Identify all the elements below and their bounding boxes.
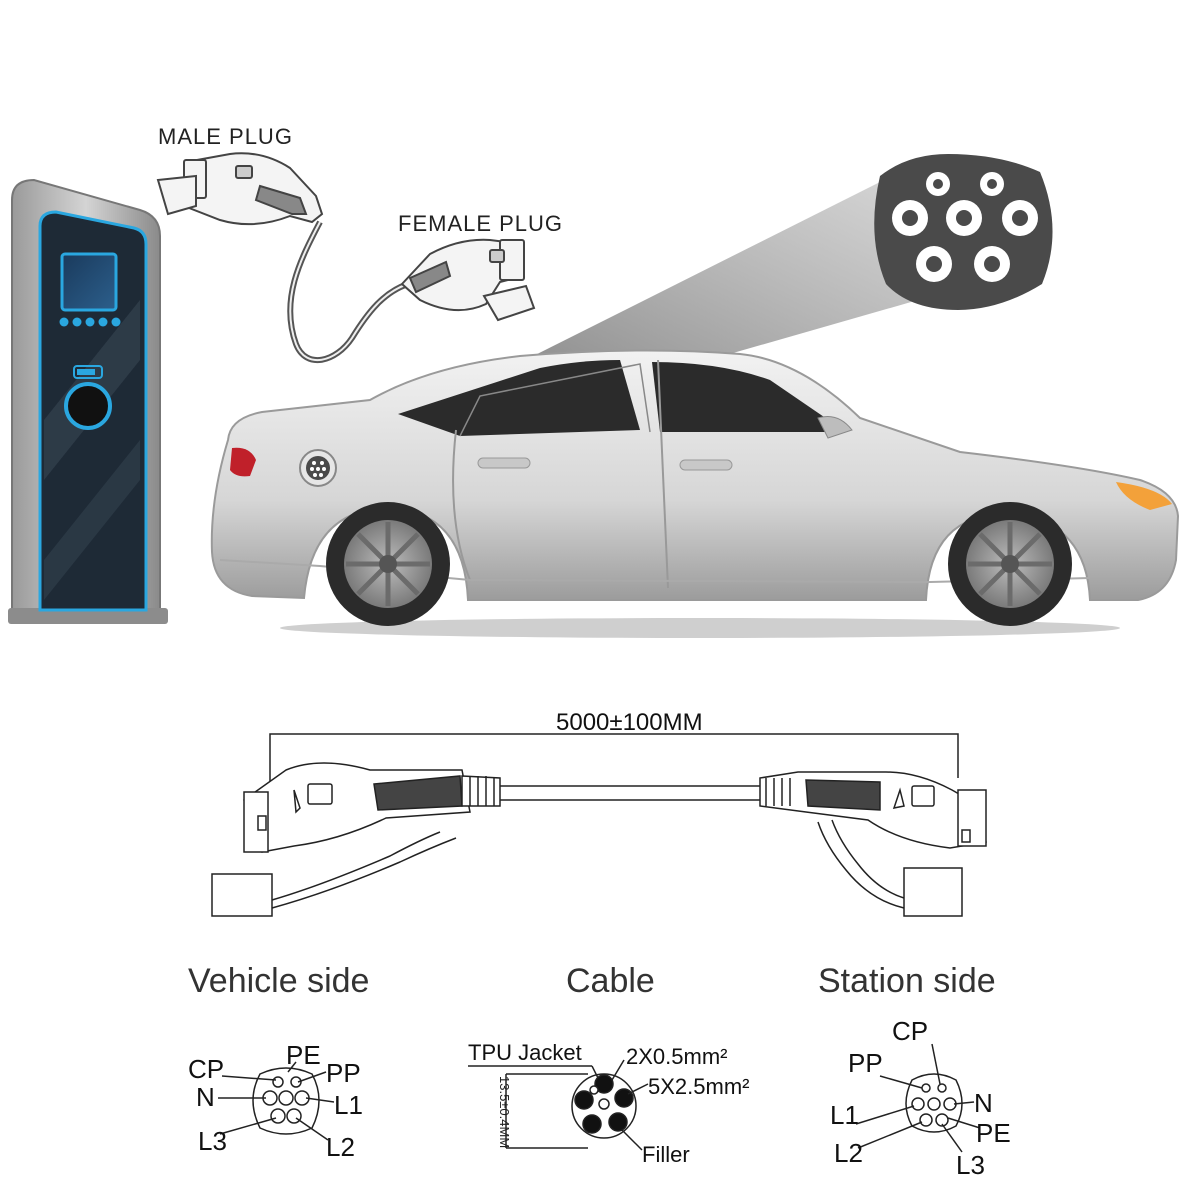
station-pin-cp: CP <box>892 1016 928 1046</box>
cable-assembly-illustration: MALE PLUG FEMALE PLUG <box>156 124 563 364</box>
station-screen <box>60 252 118 312</box>
cable-length-label: 5000±100MM <box>556 709 703 736</box>
electric-car <box>210 349 1180 638</box>
station-pin-l1: L1 <box>830 1100 859 1130</box>
station-socket <box>64 382 112 430</box>
station-pin-l3: L3 <box>956 1150 985 1180</box>
battery-icon <box>73 365 103 379</box>
vehicle-side-pinout <box>218 1061 335 1141</box>
female-plug-label: FEMALE PLUG <box>398 211 563 236</box>
vehicle-pin-l1: L1 <box>334 1090 363 1120</box>
male-plug-label: MALE PLUG <box>158 124 293 149</box>
front-wheel <box>948 502 1072 626</box>
station-side-heading: Station side <box>818 962 996 1000</box>
station-pin-pp: PP <box>848 1048 883 1078</box>
station-indicator-dots <box>59 317 121 327</box>
station-pin-l2: L2 <box>834 1138 863 1168</box>
cable-signal-label: 2X0.5mm² <box>626 1044 727 1069</box>
vehicle-side-heading: Vehicle side <box>188 962 369 1000</box>
cable-diameter-label: 13.5±0.4MM <box>497 1076 512 1148</box>
cable-jacket-label: TPU Jacket <box>468 1040 582 1065</box>
charging-station <box>8 178 168 624</box>
male-plug-icon <box>156 152 324 226</box>
cable-heading: Cable <box>566 962 655 1000</box>
car-charging-inlet-icon <box>299 449 337 487</box>
vehicle-pin-pp: PP <box>326 1058 361 1088</box>
rear-wheel <box>326 502 450 626</box>
vehicle-pin-pe: PE <box>286 1040 321 1070</box>
station-side-pinout <box>855 1043 981 1153</box>
vehicle-pin-cp: CP <box>188 1054 224 1084</box>
female-plug-icon <box>400 238 536 322</box>
station-pin-pe: PE <box>976 1118 1011 1148</box>
station-pin-n: N <box>974 1088 993 1118</box>
vehicle-pin-n: N <box>196 1082 215 1112</box>
vehicle-pin-l3: L3 <box>198 1126 227 1156</box>
cable-technical-drawing <box>211 733 987 917</box>
cable-filler-label: Filler <box>642 1142 690 1167</box>
vehicle-pin-l2: L2 <box>326 1132 355 1162</box>
cable-power-label: 5X2.5mm² <box>648 1074 749 1099</box>
socket-closeup-icon <box>874 154 1053 310</box>
cable-cross-section <box>468 1059 649 1151</box>
